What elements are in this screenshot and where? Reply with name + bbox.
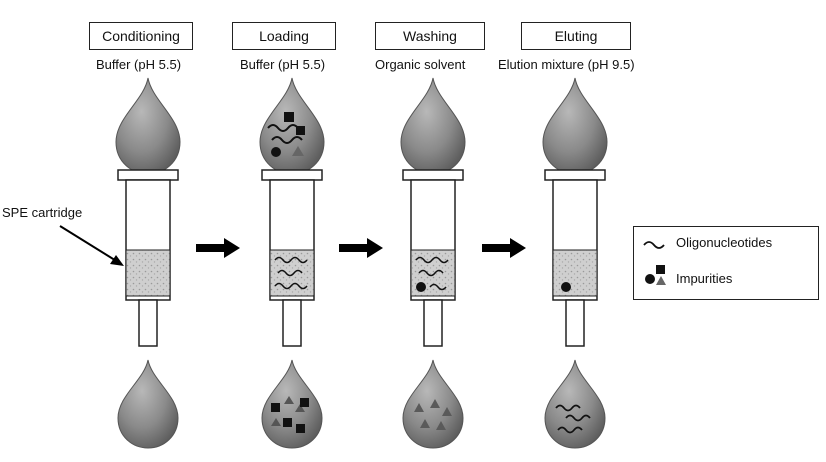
oligo-mark: [565, 414, 591, 422]
legend-oligonucleotides-label: Oligonucleotides: [676, 235, 773, 250]
spe-cartridge-callout-arrow: [59, 225, 124, 266]
spe-cartridge-label: SPE cartridge: [2, 205, 83, 220]
impurity-triangle: [436, 421, 446, 430]
drop-top-loading: [259, 77, 325, 175]
packing-bed: [552, 249, 598, 297]
arrow-loading-to-washing: [339, 238, 383, 258]
spe-cartridge-conditioning: [117, 169, 179, 347]
drop-top-eluting: [542, 77, 608, 175]
oligo-mark: [418, 269, 444, 277]
stage-title-loading: Loading: [232, 22, 336, 50]
oligo-legend-icon: [643, 241, 665, 249]
impurity-circle: [561, 282, 571, 292]
oligo-mark: [267, 124, 299, 132]
impurity-circle-legend-icon: [645, 274, 655, 284]
impurity-circle: [416, 282, 426, 292]
impurity-square: [296, 126, 305, 135]
drop-top-conditioning: [115, 77, 181, 175]
spe-cartridge-washing: [402, 169, 464, 347]
stage-subtitle-conditioning: Buffer (pH 5.5): [96, 57, 182, 72]
packing-bed: [269, 249, 315, 297]
spe-cartridge-loading: [261, 169, 323, 347]
impurity-triangle: [420, 419, 430, 428]
impurity-triangle: [414, 403, 424, 412]
impurity-triangle: [284, 396, 294, 404]
drop-bottom-conditioning: [117, 359, 179, 449]
impurity-square: [283, 418, 292, 427]
stage-title-eluting: Eluting: [521, 22, 631, 50]
stage-title-conditioning: Conditioning: [89, 22, 193, 50]
drop-top-washing: [400, 77, 466, 175]
drop-bottom-loading: [261, 359, 323, 449]
packing-bed: [125, 249, 171, 297]
stage-title-washing: Washing: [375, 22, 485, 50]
oligo-mark: [274, 282, 308, 290]
arrow-washing-to-eluting: [482, 238, 526, 258]
impurity-square: [296, 424, 305, 433]
impurity-triangle: [295, 404, 305, 412]
oligo-mark: [274, 256, 308, 264]
impurity-triangle: [271, 418, 281, 426]
arrow-conditioning-to-loading: [196, 238, 240, 258]
impurity-square: [271, 403, 280, 412]
oligo-mark: [271, 136, 303, 144]
impurity-triangle: [292, 146, 304, 156]
drop-bottom-washing: [402, 359, 464, 449]
impurity-triangle: [430, 399, 440, 408]
impurity-square: [284, 112, 294, 122]
oligo-mark: [557, 426, 583, 434]
oligo-mark: [415, 256, 449, 264]
legend: Oligonucleotides Impurities: [633, 226, 819, 300]
oligo-mark: [429, 283, 447, 291]
spe-cartridge-eluting: [544, 169, 606, 347]
oligo-mark: [277, 269, 303, 277]
impurity-triangle: [442, 407, 452, 416]
legend-symbols: [643, 241, 666, 285]
legend-impurities-label: Impurities: [676, 271, 733, 286]
stage-subtitle-loading: Buffer (pH 5.5): [240, 57, 326, 72]
impurity-square-legend-icon: [656, 265, 665, 274]
stage-subtitle-eluting: Elution mixture (pH 9.5): [498, 57, 635, 72]
impurity-circle: [271, 147, 281, 157]
impurity-triangle-legend-icon: [656, 276, 666, 285]
drop-bottom-eluting: [544, 359, 606, 449]
stage-subtitle-washing: Organic solvent: [375, 57, 466, 72]
oligo-mark: [555, 404, 581, 412]
impurity-square: [300, 398, 309, 407]
